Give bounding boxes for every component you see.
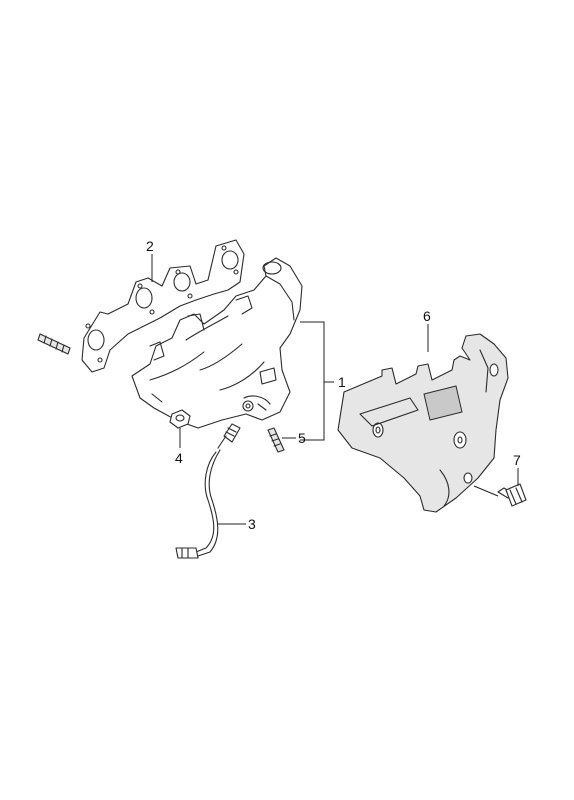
- oxygen-sensor: [175, 423, 241, 559]
- callout-2: 2: [146, 238, 154, 254]
- manifold-stud: [37, 333, 71, 355]
- stud-5: [267, 427, 285, 453]
- leader-1: [300, 321, 334, 441]
- bolt-7: [497, 483, 527, 507]
- exhaust-manifold: [131, 257, 303, 429]
- callout-1: 1: [338, 374, 346, 390]
- callout-7: 7: [513, 452, 521, 468]
- nut-4: [169, 409, 191, 429]
- callout-6: 6: [423, 308, 431, 324]
- manifold-gasket: [81, 239, 245, 373]
- callout-4: 4: [175, 450, 183, 466]
- leader-7b: [473, 485, 499, 497]
- heat-shield: [337, 333, 509, 513]
- callout-5: 5: [298, 430, 306, 446]
- callout-3: 3: [248, 516, 256, 532]
